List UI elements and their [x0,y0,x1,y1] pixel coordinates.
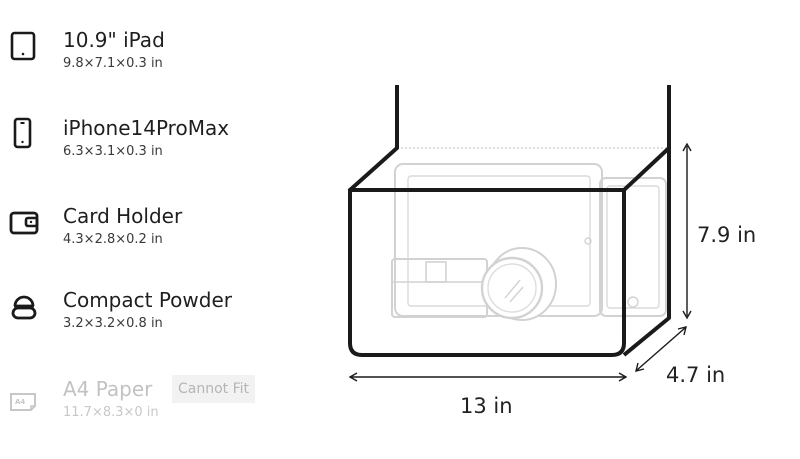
compact-powder-icon [8,288,42,322]
item-iphone[interactable]: iPhone14ProMax 6.3×3.1×0.3 in [0,116,330,176]
item-dimensions: 11.7×8.3×0 in [63,405,159,420]
depth-label: 4.7 in [666,363,726,387]
item-name: A4 Paper [63,377,153,401]
cannot-fit-badge: Cannot Fit [172,375,256,403]
height-label: 7.9 in [697,223,757,247]
tablet-icon [8,28,42,62]
item-name: 10.9" iPad [63,28,165,52]
item-dimensions: 4.3×2.8×0.2 in [63,232,163,247]
phone-icon [8,116,42,150]
item-card-holder[interactable]: Card Holder 4.3×2.8×0.2 in [0,204,330,264]
item-a4-paper[interactable]: A4 A4 Paper Cannot Fit 11.7×8.3×0 in [0,375,330,437]
item-name: Card Holder [63,204,183,228]
item-name: Compact Powder [63,288,232,312]
item-dimensions: 3.2×3.2×0.8 in [63,316,163,331]
item-name: iPhone14ProMax [63,116,230,140]
width-label: 13 in [460,394,513,418]
item-dimensions: 9.8×7.1×0.3 in [63,56,163,71]
item-compact-powder[interactable]: Compact Powder 3.2×3.2×0.8 in [0,288,330,348]
a4-paper-icon: A4 [8,377,42,411]
item-dimensions: 6.3×3.1×0.3 in [63,144,163,159]
bag-illustration: 7.9 in 4.7 in 13 in [330,0,800,455]
item-ipad[interactable]: 10.9" iPad 9.8×7.1×0.3 in [0,28,330,88]
svg-text:A4: A4 [15,398,25,406]
wallet-icon [8,204,42,238]
